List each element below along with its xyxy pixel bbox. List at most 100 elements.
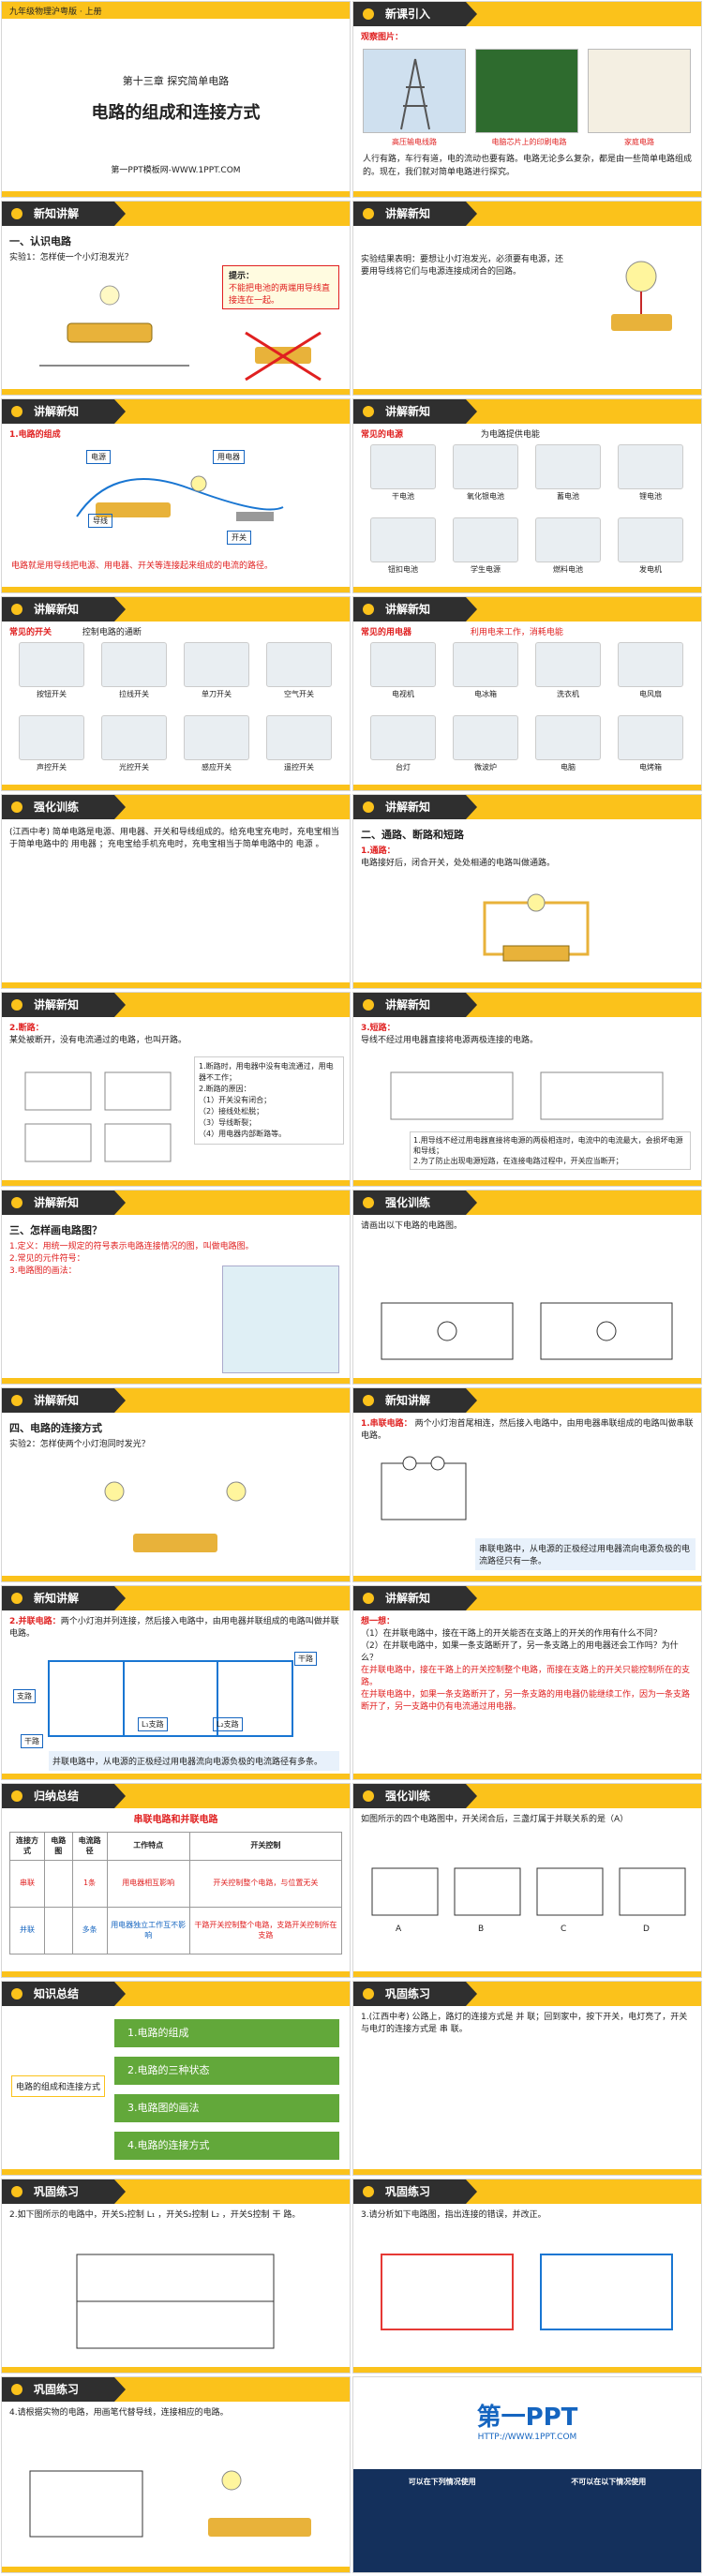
slide-brand: 第一PPT HTTP://WWW.1PPT.COM 可以在下列情况使用不可以在以… xyxy=(352,2376,702,2573)
slide-know-circuit: 新知讲解 一、认识电路 实验1：怎样使一个小灯泡发光？ 提示： 不能把电池的两端… xyxy=(1,201,351,396)
item-5-7: 发电机 xyxy=(618,517,683,575)
brand-info: 可以在下列情况使用不可以在以下情况使用 xyxy=(353,2469,701,2572)
slide-switches: 讲解新知 常见的开关 控制电路的通断 按钮开关拉线开关单刀开关空气开关声控开关光… xyxy=(1,596,351,791)
item-caption: 微波炉 xyxy=(474,763,497,771)
item-caption: 钮扣电池 xyxy=(388,565,418,574)
item-image xyxy=(453,444,518,489)
label-power: 电源 xyxy=(86,450,111,464)
item-6-2: 单刀开关 xyxy=(184,642,249,699)
label-appliance: 用电器 xyxy=(213,450,245,464)
item-7-6: 电脑 xyxy=(535,715,601,772)
house-image xyxy=(588,49,691,133)
item-7-4: 台灯 xyxy=(370,715,436,772)
caption-board: 电脑芯片上的印刷电路 xyxy=(491,138,567,146)
item-caption: 燃料电池 xyxy=(553,565,583,574)
tip-box: 提示： 不能把电池的两端用导线直接连在一起。 xyxy=(222,265,339,309)
item-6-3: 空气开关 xyxy=(266,642,332,699)
item-7-0: 电视机 xyxy=(370,642,436,699)
item-image xyxy=(618,517,683,562)
slide-exercise-1: 巩固练习 1.(江西中考) 公路上，路灯的连接方式是 并 联；回到家中，按下开关… xyxy=(352,1981,702,2176)
item-caption: 电视机 xyxy=(392,690,414,698)
item-image xyxy=(618,444,683,489)
short-circuit-diagrams xyxy=(390,1071,664,1120)
item-caption: 声控开关 xyxy=(37,763,67,771)
item-caption: 光控开关 xyxy=(119,763,149,771)
item-caption: 氧化银电池 xyxy=(467,492,504,501)
item-image xyxy=(370,715,436,760)
summary-center: 电路的组成和连接方式 xyxy=(11,2075,105,2097)
cross-mark-icon xyxy=(245,331,322,382)
item-caption: 干电池 xyxy=(392,492,414,501)
slide-header: 新课引入 xyxy=(353,2,701,26)
slide-short-circuit: 讲解新知 3.短路： 导线不经过用电器直接将电源两极连接的电路。 1.用导线不经… xyxy=(352,992,702,1187)
section-title: 1.电路的组成 xyxy=(9,430,61,440)
item-caption: 电冰箱 xyxy=(474,690,497,698)
item-image xyxy=(266,715,332,760)
item-caption: 电风扇 xyxy=(639,690,662,698)
item-image xyxy=(453,715,518,760)
item-5-1: 氧化银电池 xyxy=(453,444,518,502)
item-image xyxy=(184,642,249,687)
slide-think: 讲解新知 想一想： （1）在并联电路中，接在干路上的开关能否在支路上的开关的作用… xyxy=(352,1585,702,1780)
item-caption: 单刀开关 xyxy=(202,690,232,698)
item-caption: 锂电池 xyxy=(639,492,662,501)
slide-practice-1: 强化训练 (江西中考) 简单电路是电源、用电器、开关和导线组成的。给充电宝充电时… xyxy=(1,794,351,989)
item-image xyxy=(618,642,683,687)
item-5-0: 干电池 xyxy=(370,444,436,502)
item-image xyxy=(453,517,518,562)
item-6-0: 按钮开关 xyxy=(19,642,84,699)
error-circuits xyxy=(381,2254,673,2330)
item-5-5: 学生电源 xyxy=(453,517,518,575)
slide-appliances: 讲解新知 常见的用电器 利用电来工作，消耗电能 电视机电冰箱洗衣机电风扇台灯微波… xyxy=(352,596,702,791)
item-image xyxy=(370,444,436,489)
item-6-6: 感应开关 xyxy=(184,715,249,772)
item-caption: 拉线开关 xyxy=(119,690,149,698)
wiring-exercise xyxy=(29,2470,311,2538)
item-image xyxy=(618,715,683,760)
item-7-7: 电烤箱 xyxy=(618,715,683,772)
item-image xyxy=(535,444,601,489)
item-7-5: 微波炉 xyxy=(453,715,518,772)
short-circuit-notes: 1.用导线不经过用电器直接将电源的两极相连时，电流中的电流最大，会损坏电源和导线… xyxy=(410,1131,691,1170)
slide-draw-diagram: 讲解新知 三、怎样画电路图？ 1.定义：用统一规定的符号表示电路连接情况的图，叫… xyxy=(1,1190,351,1385)
slide-series: 新知讲解 1.串联电路： 两个小灯泡首尾相连，然后接入电路中，由用电器串联组成的… xyxy=(352,1387,702,1582)
slide-connection-methods: 讲解新知 四、电路的连接方式 实验2：怎样使两个小灯泡同时发光？ xyxy=(1,1387,351,1582)
label-switch: 开关 xyxy=(227,531,251,545)
bulb-illustration xyxy=(611,261,672,331)
series-note: 串联电路中，从电源的正极经过用电器流向电源负极的电流路径只有一条。 xyxy=(475,1538,696,1570)
slide-closed-circuit: 讲解新知 二、通路、断路和短路 1.通路： 电路接好后，闭合开关，处处相通的电路… xyxy=(352,794,702,989)
item-image xyxy=(535,642,601,687)
item-5-3: 锂电池 xyxy=(618,444,683,502)
chapter: 第十三章 探究简单电路 xyxy=(122,75,230,87)
symbol-table-image xyxy=(222,1266,339,1373)
two-bulb-illustration xyxy=(104,1481,247,1552)
open-circuit-notes: 1.断路时，用电器中没有电流通过，用电器不工作；2.断路的原因：（1）开关没有闭… xyxy=(194,1056,344,1145)
item-image xyxy=(184,715,249,760)
item-7-2: 洗衣机 xyxy=(535,642,601,699)
item-caption: 电脑 xyxy=(561,763,576,771)
slide-title: 九年级物理沪粤版 · 上册 第十三章 探究简单电路 电路的组成和连接方式 第一P… xyxy=(1,1,351,198)
slide-parallel: 新知讲解 2.并联电路：两个小灯泡并列连接，然后接入电路中，由用电器并联组成的电… xyxy=(1,1585,351,1780)
item-6-4: 声控开关 xyxy=(19,715,84,772)
four-circuits xyxy=(371,1867,686,1916)
caption-tower: 高压输电线路 xyxy=(392,138,437,146)
site-label: 第一PPT模板网-WWW.1PPT.COM xyxy=(111,166,241,175)
course-tag: 九年级物理沪粤版 · 上册 xyxy=(2,2,350,19)
slide-practice-2: 强化训练 请画出以下电路的电路图。 xyxy=(352,1190,702,1385)
item-image xyxy=(101,715,167,760)
item-caption: 学生电源 xyxy=(471,565,501,574)
item-caption: 感应开关 xyxy=(202,763,232,771)
slide-exercise-3: 巩固练习 3.请分析如下电路图，指出连接的错误，并改正。 xyxy=(352,2179,702,2374)
slide-intro: 新课引入 观察图片： 高压输电线路 电脑芯片上的印刷电路 家庭电路 人行有路，车… xyxy=(352,1,702,198)
slide-power-sources: 讲解新知 常见的电源 为电路提供电能 干电池氧化银电池蓄电池锂电池钮扣电池学生电… xyxy=(352,398,702,593)
item-image xyxy=(453,642,518,687)
circuit-board-image xyxy=(475,49,578,133)
slide-knowledge-summary: 知识总结 电路的组成和连接方式 1.电路的组成 2.电路的三种状态 3.电路图的… xyxy=(1,1981,351,2176)
practice-text: (江西中考) 简单电路是电源、用电器、开关和导线组成的。给充电宝充电时，充电宝相… xyxy=(9,828,339,850)
section-title: 常见的电源 xyxy=(361,430,404,440)
slide-practice-3: 强化训练 如图所示的四个电路图中，开关闭合后，三盏灯属于并联关系的是（A） A … xyxy=(352,1783,702,1978)
item-caption: 遥控开关 xyxy=(284,763,314,771)
item-image xyxy=(266,642,332,687)
